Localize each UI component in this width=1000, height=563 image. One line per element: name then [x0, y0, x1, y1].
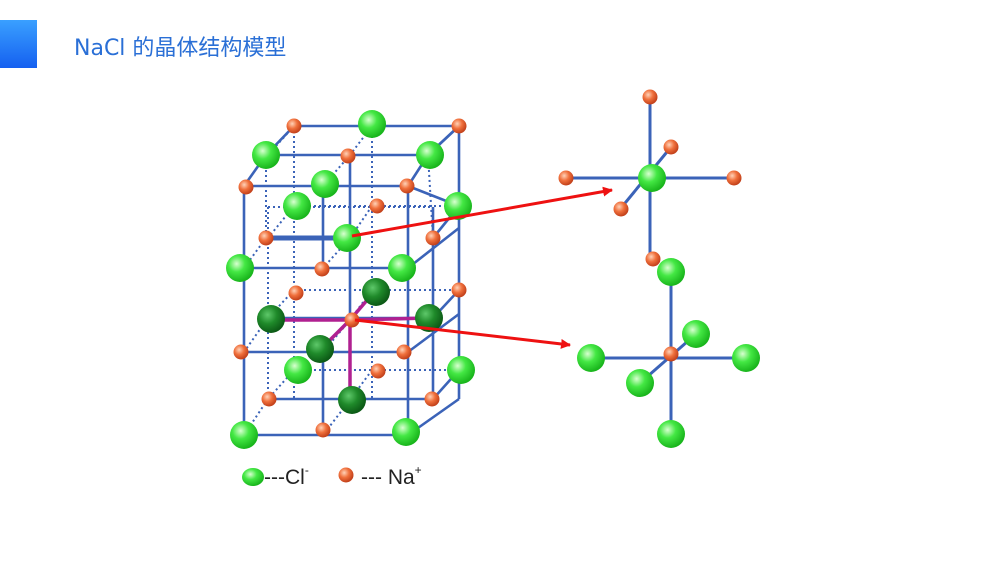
sodium-ion [314, 261, 330, 277]
sodium-ion-center [663, 346, 679, 362]
chloride-ion [447, 356, 475, 384]
sodium-ion [424, 391, 440, 407]
sodium-ion [451, 118, 467, 134]
chloride-ion [392, 418, 420, 446]
legend-chloride-label: ---Cl [264, 466, 305, 489]
chloride-ion [230, 421, 258, 449]
legend-sodium-charge: + [415, 463, 422, 477]
chloride-ion-highlighted [306, 335, 334, 363]
chloride-ion [732, 344, 760, 372]
chloride-ion-center [638, 164, 666, 192]
sodium-ion [238, 179, 254, 195]
lattice-chloride-ions [226, 110, 475, 449]
sodium-ion [288, 285, 304, 301]
cl-coordination-detail [558, 89, 742, 267]
legend: ---Cl- --- Na+ [242, 463, 422, 489]
chloride-ion [657, 420, 685, 448]
sodium-ion [340, 148, 356, 164]
chloride-ion [626, 369, 654, 397]
sodium-ion [399, 178, 415, 194]
svg-text:---Cl-: ---Cl- [264, 463, 309, 489]
sodium-ion [451, 282, 467, 298]
chloride-ion [226, 254, 254, 282]
sodium-ion [663, 139, 679, 155]
chloride-ion [311, 170, 339, 198]
sodium-ion [370, 363, 386, 379]
sodium-ion [258, 230, 274, 246]
sodium-ion [261, 391, 277, 407]
legend-sodium-label: --- Na [361, 466, 415, 489]
sodium-ion [613, 201, 629, 217]
sodium-ion [726, 170, 742, 186]
chloride-ion [388, 254, 416, 282]
chloride-ion [416, 141, 444, 169]
chloride-ion [444, 192, 472, 220]
arrow-to-cl-coordination [351, 186, 613, 238]
sodium-ion [369, 198, 385, 214]
chloride-ion [252, 141, 280, 169]
lattice-sodium-ions [233, 118, 467, 438]
chloride-ion-highlighted [362, 278, 390, 306]
sodium-ion [558, 170, 574, 186]
legend-chloride-swatch [242, 468, 264, 486]
arrow-to-na-coordination [354, 318, 571, 349]
chloride-ion [577, 344, 605, 372]
title-accent-block [0, 20, 37, 68]
sodium-ion [315, 422, 331, 438]
chloride-ion [657, 258, 685, 286]
chloride-ion-highlighted [338, 386, 366, 414]
sodium-ion [396, 344, 412, 360]
sodium-ion [645, 251, 661, 267]
chloride-ion [358, 110, 386, 138]
chloride-ion-highlighted [415, 304, 443, 332]
sodium-ion [642, 89, 658, 105]
sodium-ion [425, 230, 441, 246]
chloride-ion [333, 224, 361, 252]
sodium-ion [286, 118, 302, 134]
chloride-ion [283, 192, 311, 220]
chloride-ion [284, 356, 312, 384]
sodium-ion [233, 344, 249, 360]
chloride-ion-highlighted [257, 305, 285, 333]
slide-title: NaCl 的晶体结构模型 [74, 36, 287, 61]
svg-text:--- Na+: --- Na+ [361, 463, 422, 489]
sodium-ion [344, 312, 360, 328]
na-coordination-detail [577, 258, 760, 448]
chloride-ion [682, 320, 710, 348]
pointer-arrows [351, 186, 613, 349]
legend-sodium-swatch [338, 467, 354, 483]
legend-chloride-charge: - [305, 463, 309, 477]
